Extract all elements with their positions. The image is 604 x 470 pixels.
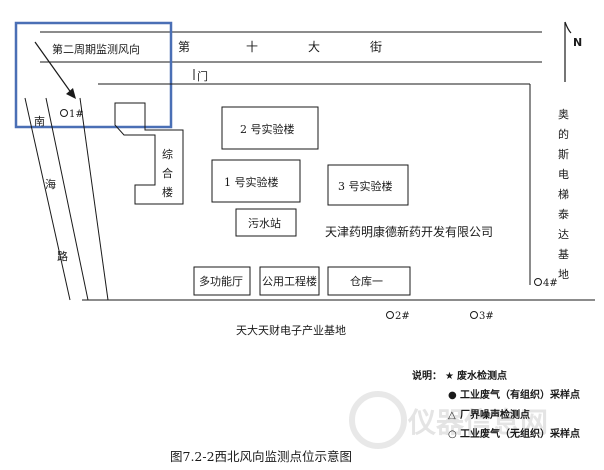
building-lab2 [221, 106, 319, 150]
monitoring-point-3: 3# [470, 311, 494, 322]
building-lab1 [211, 159, 301, 203]
svg-text:合: 合 [162, 166, 173, 180]
building-sewage [235, 208, 297, 237]
building-lab2-label: 2 号实验楼 [240, 122, 295, 136]
svg-text:十: 十 [246, 40, 258, 54]
svg-text:2#: 2# [395, 311, 410, 322]
monitoring-point-2: 2# [386, 311, 410, 322]
building-utility-label: 公用工程楼 [262, 274, 317, 288]
building-warehouse [327, 266, 411, 296]
svg-text:基: 基 [558, 248, 569, 261]
right-area-name: 奥 的 斯 电 梯 泰 达 基 地 [558, 107, 569, 281]
svg-text:南: 南 [34, 115, 45, 128]
svg-text:楼: 楼 [162, 185, 173, 199]
svg-text:仪器信息网: 仪器信息网 [407, 406, 548, 439]
svg-text:大: 大 [308, 40, 320, 54]
wind-direction-arrow [34, 41, 76, 99]
building-complex [114, 102, 184, 205]
building-sewage-label: 污水站 [248, 216, 281, 230]
svg-text:达: 达 [558, 228, 569, 241]
svg-text:泰: 泰 [558, 207, 569, 221]
legend-item-noise: 厂界噪声检测点 [460, 408, 530, 421]
wind-direction-label: 第二周期监测风向 [52, 42, 140, 56]
building-warehouse-label: 仓库一 [350, 274, 383, 288]
svg-text:综: 综 [162, 147, 173, 161]
svg-text:路: 路 [57, 250, 68, 263]
svg-text:街: 街 [370, 40, 382, 54]
building-lab3 [327, 164, 409, 206]
legend-symbol-filled-circle: ● [448, 390, 457, 401]
legend-title: 说明： [412, 369, 442, 382]
bottom-area-label: 天大天财电子产业基地 [236, 323, 346, 337]
svg-text:地: 地 [558, 268, 569, 281]
svg-text:4#: 4# [543, 278, 558, 289]
highlight-box [14, 21, 173, 129]
svg-text:梯: 梯 [558, 188, 569, 201]
building-lab1-label: 1 号实验楼 [224, 175, 279, 189]
svg-text:3#: 3# [479, 311, 494, 322]
svg-text:斯: 斯 [558, 148, 569, 161]
svg-text:海: 海 [45, 177, 56, 191]
svg-text:电: 电 [558, 168, 569, 181]
legend-symbol-star: ★ [445, 371, 454, 382]
monitoring-point-4: 4# [534, 278, 558, 289]
building-multi-label: 多功能厅 [199, 274, 243, 288]
watermark: 仪器信息网 [349, 391, 548, 449]
legend-symbol-triangle: △ [448, 410, 456, 421]
north-label: N [573, 36, 582, 49]
road-top-name: 第 十 大 街 [178, 40, 382, 54]
north-arrow [564, 21, 572, 82]
monitoring-point-1: 1# [60, 109, 84, 120]
legend-item-wastewater: 废水检测点 [457, 369, 507, 382]
svg-text:1#: 1# [69, 109, 84, 120]
figure-caption: 图7.2-2西北风向监测点位示意图 [170, 449, 353, 464]
svg-text:奥: 奥 [558, 107, 569, 121]
site-boundary [98, 83, 531, 285]
svg-text:第: 第 [178, 40, 190, 54]
building-multi [193, 266, 251, 296]
gate-label: 门 [197, 69, 208, 83]
building-lab3-label: 3 号实验楼 [338, 179, 393, 193]
legend-symbol-open-circle: ○ [448, 429, 457, 440]
road-top-lines [40, 31, 542, 63]
legend-item-organized-gas: 工业废气（有组织）采样点 [460, 388, 580, 401]
legend-item-unorganized-gas: 工业废气（无组织）采样点 [460, 427, 580, 440]
svg-text:的: 的 [558, 127, 569, 141]
legend: 说明： ★ 废水检测点 ● 工业废气（有组织）采样点 △ 厂界噪声检测点 ○ 工… [412, 369, 580, 440]
building-complex-label: 综 合 楼 [162, 147, 173, 199]
road-left-name: 南 海 路 [34, 115, 68, 263]
road-left-lines [24, 97, 109, 301]
company-label: 天津药明康德新药开发有限公司 [325, 224, 493, 239]
building-utility [259, 266, 320, 296]
